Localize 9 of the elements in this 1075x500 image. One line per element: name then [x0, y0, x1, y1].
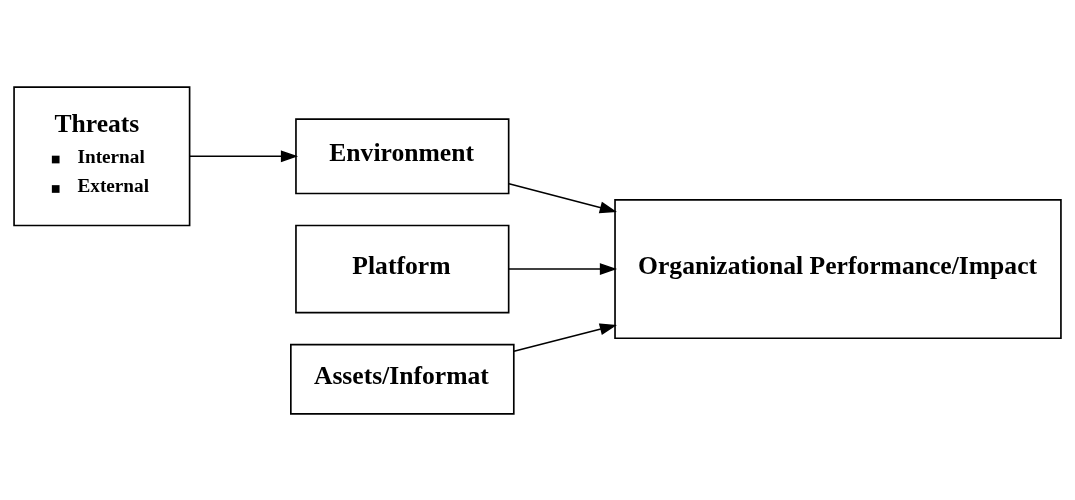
arrow	[188, 149, 299, 162]
arrow	[508, 182, 617, 213]
arrow	[513, 322, 617, 352]
node-box: Threats Internal External	[13, 85, 191, 226]
node-box: Assets/Informat	[290, 343, 515, 415]
node-box: Organizational Performance/Impact	[614, 198, 1062, 339]
arrow	[508, 262, 618, 275]
node-box: Platform	[295, 224, 510, 313]
node-box: Environment	[295, 117, 510, 194]
